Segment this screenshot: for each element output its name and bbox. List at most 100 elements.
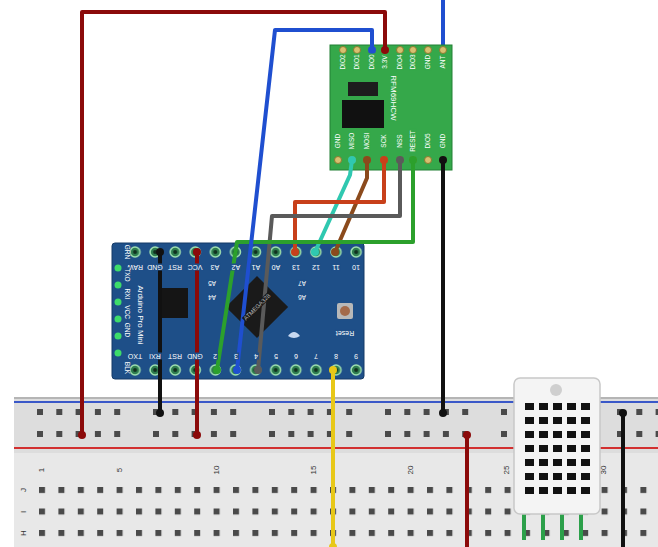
pin-label: GND: [440, 133, 447, 149]
pin-label: RAW: [126, 264, 144, 271]
pin-label: 8: [333, 353, 339, 360]
pin-label: A2: [230, 264, 241, 271]
wire-end: [233, 366, 241, 374]
wire-end: [193, 248, 201, 256]
wire-end: [156, 409, 164, 417]
column-number: 20: [407, 465, 415, 476]
pin-label: 9: [353, 353, 359, 360]
wire-path: [237, 30, 372, 370]
wire-end: [396, 156, 404, 164]
pin-label: VCC: [124, 304, 131, 320]
wire-end: [78, 431, 86, 439]
breadboard-body: [14, 397, 658, 547]
wire-end: [331, 248, 339, 256]
jumper-wire: [621, 413, 625, 547]
pin-label: RST: [167, 353, 183, 360]
pin-label: 11: [331, 264, 340, 271]
row-letter: H: [20, 529, 28, 537]
wire-path: [315, 160, 352, 252]
wire: [439, 156, 447, 417]
wire: [329, 366, 337, 547]
microcontroller-chip: [226, 276, 288, 338]
wire-path: [295, 160, 384, 252]
wire: [233, 30, 376, 374]
wire-end: [254, 366, 262, 374]
pin-label: RXI: [148, 353, 162, 360]
reset-button-cap: [340, 306, 350, 316]
pin-label: SCK: [381, 133, 388, 148]
wire-end: [409, 156, 417, 164]
radio-chip: [342, 100, 384, 128]
pin-label: GND: [187, 353, 205, 360]
board-logo: [288, 332, 300, 338]
pin-label: DIO1: [354, 53, 361, 70]
module-name: RFM69HCW: [389, 74, 397, 121]
wire-path: [217, 160, 413, 370]
pin-label: 6: [293, 353, 299, 360]
pin-label: VCC: [187, 264, 204, 271]
board-name: Arduino Pro Mini: [136, 284, 144, 345]
wire-end: [439, 409, 447, 417]
wire-path: [158, 252, 162, 413]
pin-label: DIO2: [340, 53, 347, 70]
wire-path: [258, 160, 400, 370]
radio-crystal: [348, 82, 378, 96]
wire: [193, 248, 201, 439]
pin-label: 10: [351, 264, 361, 271]
wire-end: [156, 248, 164, 256]
wire-end: [213, 366, 221, 374]
radio-module: RFM69HCW: [330, 45, 452, 170]
sensor-hole: [550, 384, 562, 396]
pin-label: 3: [233, 353, 239, 360]
pin-label: 5: [273, 353, 279, 360]
pin-label: DIO5: [425, 132, 432, 149]
row-letter: J: [20, 487, 28, 493]
wire-end: [380, 156, 388, 164]
pin-label: DIO3: [410, 53, 417, 70]
pin-label: TXO: [127, 353, 143, 360]
pin-label: RST: [167, 264, 183, 271]
antenna-wire: [441, 0, 445, 50]
pin-label: A4: [207, 294, 217, 301]
pin-label: MISO: [349, 132, 356, 151]
pin-label: DIO4: [397, 53, 404, 70]
row-letter: I: [20, 510, 28, 514]
column-number: 1: [38, 467, 46, 473]
wire: [156, 248, 164, 417]
pin-label: 13: [291, 264, 301, 271]
pin-label: 4: [253, 353, 259, 360]
wire-end: [463, 431, 471, 439]
pin-label: MOSI: [364, 132, 371, 151]
arduino-pro-mini: Arduino Pro MiniReset: [112, 243, 364, 379]
wire-path: [82, 12, 385, 435]
wire-end: [363, 156, 371, 164]
radio-pins: [335, 47, 447, 164]
voltage-regulator: [160, 288, 188, 318]
wire: [254, 156, 404, 374]
sensor-grille: [525, 403, 590, 498]
pin-label: RESET: [410, 129, 417, 153]
pin-label: GND: [425, 54, 432, 70]
pin-label: DIO0: [369, 53, 376, 70]
pin-label: A0: [270, 264, 281, 271]
breadboard: 151015202530JIH: [14, 397, 658, 547]
pin-label: GND: [335, 133, 342, 149]
pin-label: ANT: [440, 55, 447, 70]
pin-label: 2: [212, 353, 218, 360]
pin-label: 12: [311, 264, 321, 271]
wire-end: [439, 156, 447, 164]
sensor-body: [514, 378, 600, 514]
wire-end: [329, 366, 337, 374]
pin-label: TXO: [124, 267, 131, 282]
arduino-side-pins: [115, 265, 122, 357]
wire: [213, 156, 417, 374]
column-number: 10: [213, 465, 221, 476]
pin-label: BLK: [124, 361, 131, 375]
column-number: 15: [310, 465, 318, 476]
column-number: 25: [503, 465, 511, 476]
pin-label: GND: [146, 264, 164, 271]
pin-label: GND: [124, 322, 131, 338]
